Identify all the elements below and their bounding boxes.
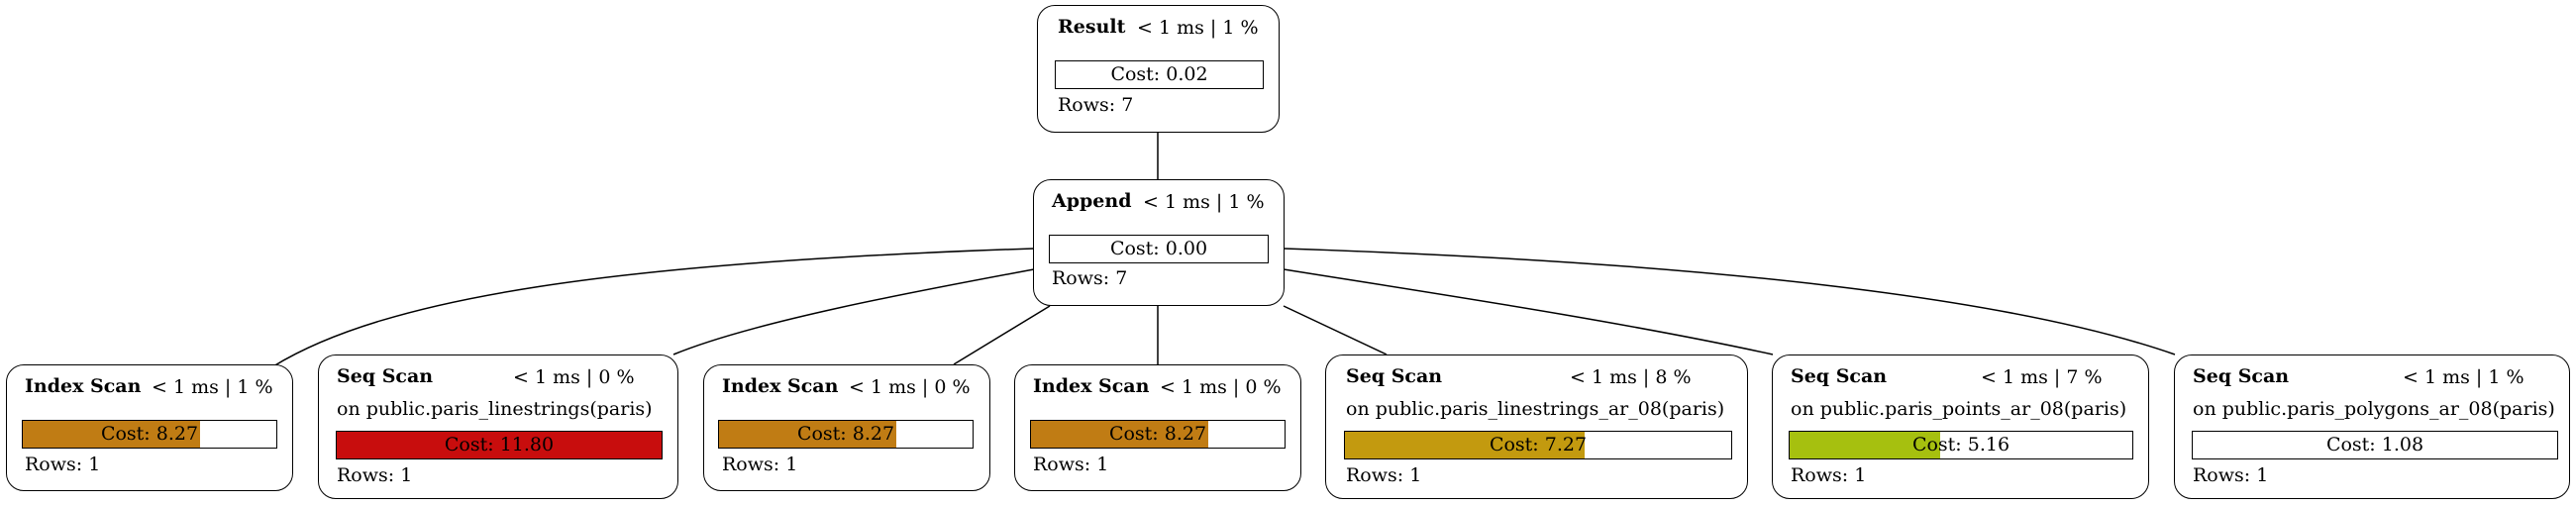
plan-node-seq-scan[interactable]: Seq Scan < 1 ms | 8 % on public.paris_li… (1325, 354, 1748, 499)
cost-bar: Cost: 8.27 (22, 420, 277, 449)
node-timing: < 1 ms | 1 % (2403, 366, 2524, 388)
node-rows: Rows: 1 (2193, 464, 2269, 486)
cost-label: Cost: 1.08 (2325, 434, 2424, 455)
edge-append-scan5 (1283, 305, 1388, 355)
cost-bar-fill (23, 421, 201, 448)
cost-bar: Cost: 1.08 (2192, 431, 2558, 459)
cost-label: Cost: 8.27 (100, 423, 199, 445)
cost-bar-fill (1790, 432, 1941, 458)
node-rows: Rows: 1 (1791, 464, 1867, 486)
edge-append-scan3 (953, 305, 1051, 365)
node-title: Index Scan (722, 375, 839, 397)
plan-node-seq-scan[interactable]: Seq Scan < 1 ms | 0 % on public.paris_li… (318, 354, 678, 499)
plan-node-seq-scan[interactable]: Seq Scan < 1 ms | 7 % on public.paris_po… (1772, 354, 2149, 499)
plan-node-index-scan[interactable]: Index Scan < 1 ms | 1 % Cost: 8.27 Rows:… (6, 364, 293, 491)
node-rows: Rows: 7 (1058, 94, 1134, 116)
cost-bar: Cost: 0.02 (1055, 60, 1264, 89)
node-title: Seq Scan (337, 365, 434, 387)
node-title: Result (1058, 16, 1126, 38)
node-relation: on public.paris_polygons_ar_08(paris) (2193, 398, 2555, 420)
node-timing: < 1 ms | 0 % (849, 376, 971, 398)
node-rows: Rows: 1 (1033, 454, 1109, 475)
plan-node-result[interactable]: Result < 1 ms | 1 % Cost: 0.02 Rows: 7 (1037, 5, 1280, 133)
cost-label: Cost: 0.02 (1110, 63, 1208, 85)
cost-label: Cost: 7.27 (1489, 434, 1588, 455)
cost-bar-fill (719, 421, 897, 448)
cost-label: Cost: 8.27 (796, 423, 895, 445)
node-title: Seq Scan (1791, 365, 1888, 387)
plan-node-index-scan[interactable]: Index Scan < 1 ms | 0 % Cost: 8.27 Rows:… (1014, 364, 1301, 491)
node-title: Index Scan (1033, 375, 1150, 397)
node-rows: Rows: 1 (1346, 464, 1422, 486)
node-rows: Rows: 1 (25, 454, 101, 475)
cost-bar: Cost: 5.16 (1789, 431, 2133, 459)
plan-node-index-scan[interactable]: Index Scan < 1 ms | 0 % Cost: 8.27 Rows:… (703, 364, 990, 491)
node-title: Index Scan (25, 375, 142, 397)
cost-label: Cost: 8.27 (1108, 423, 1207, 445)
cost-bar: Cost: 8.27 (718, 420, 974, 449)
node-relation: on public.paris_points_ar_08(paris) (1791, 398, 2127, 420)
node-relation: on public.paris_linestrings_ar_08(paris) (1346, 398, 1725, 420)
cost-bar: Cost: 0.00 (1049, 235, 1269, 263)
plan-node-append[interactable]: Append < 1 ms | 1 % Cost: 0.00 Rows: 7 (1033, 179, 1285, 306)
node-timing: < 1 ms | 1 % (1143, 191, 1265, 213)
cost-bar: Cost: 8.27 (1030, 420, 1286, 449)
node-timing: < 1 ms | 0 % (1160, 376, 1282, 398)
cost-bar: Cost: 7.27 (1344, 431, 1732, 459)
node-timing: < 1 ms | 0 % (513, 366, 635, 388)
node-title: Seq Scan (2193, 365, 2290, 387)
cost-bar-fill (1031, 421, 1209, 448)
edge-append-scan1 (272, 248, 1035, 367)
plan-node-seq-scan[interactable]: Seq Scan < 1 ms | 1 % on public.paris_po… (2174, 354, 2570, 499)
cost-bar: Cost: 11.80 (336, 431, 663, 459)
node-rows: Rows: 1 (722, 454, 798, 475)
edge-append-scan2 (672, 268, 1035, 355)
cost-label: Cost: 0.00 (1109, 238, 1208, 259)
node-relation: on public.paris_linestrings(paris) (337, 398, 653, 420)
edge-append-scan7 (1283, 248, 2176, 355)
cost-bar-fill (1345, 432, 1585, 458)
edge-append-scan6 (1283, 268, 1774, 355)
node-timing: < 1 ms | 7 % (1981, 366, 2103, 388)
node-title: Append (1052, 190, 1132, 212)
node-title: Seq Scan (1346, 365, 1443, 387)
node-timing: < 1 ms | 1 % (1137, 17, 1259, 39)
node-timing: < 1 ms | 8 % (1570, 366, 1692, 388)
cost-label: Cost: 11.80 (444, 434, 555, 455)
node-rows: Rows: 1 (337, 464, 413, 486)
node-rows: Rows: 7 (1052, 267, 1128, 289)
cost-label: Cost: 5.16 (1911, 434, 2010, 455)
cost-bar-fill (337, 432, 662, 458)
node-timing: < 1 ms | 1 % (152, 376, 273, 398)
